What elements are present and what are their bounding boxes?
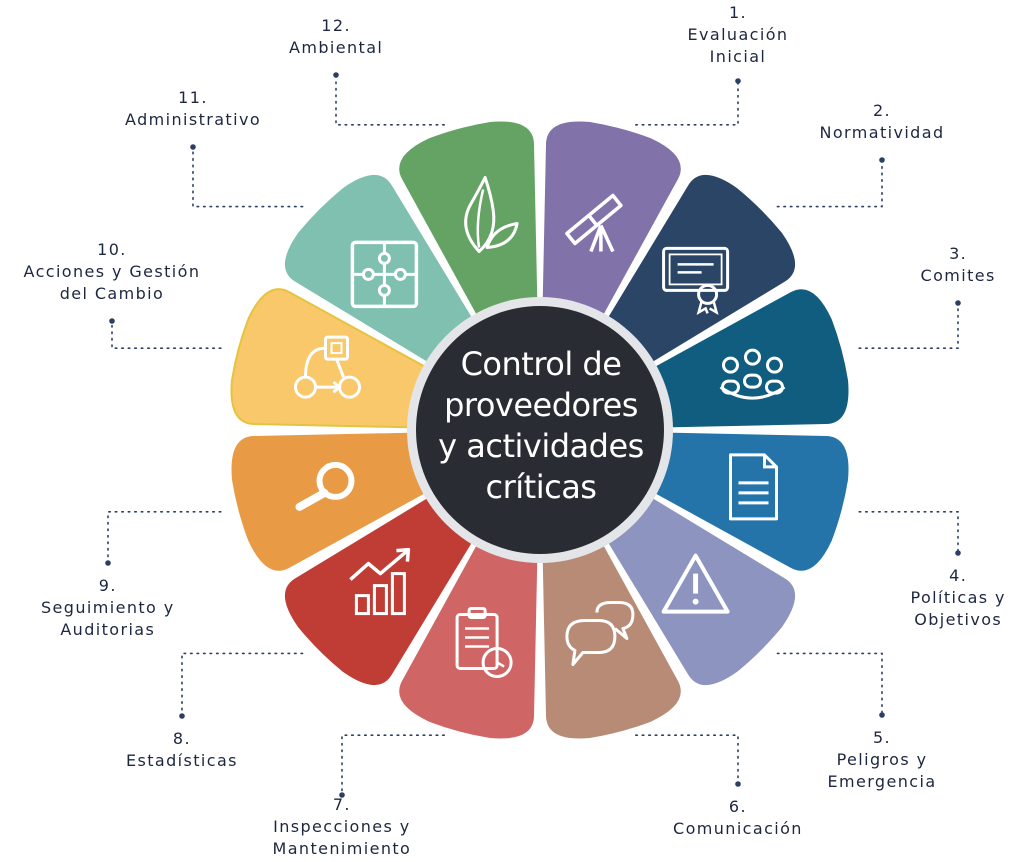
segment-12 [399, 121, 538, 334]
connector-dot [735, 78, 741, 84]
connector-dot [179, 713, 185, 719]
segment-number: 3. [949, 244, 968, 263]
connector-dot [190, 144, 196, 150]
connector-dot [105, 560, 111, 566]
segment-title-line: Administrativo [125, 110, 262, 129]
growth-chart-icon [349, 547, 411, 616]
connector-dot [955, 300, 961, 306]
segment-9 [231, 432, 444, 571]
center-title-line: proveedores [444, 386, 638, 424]
segment-3 [636, 289, 849, 428]
segment-label-6: 6. Comunicación [673, 796, 803, 840]
workflow-icon [294, 335, 361, 399]
center-title-line: y actividades [438, 427, 644, 465]
segment-number: 5. [872, 728, 892, 747]
connector-line [111, 320, 222, 349]
segment-6 [542, 526, 681, 739]
segment-label-3: 3. Comites [921, 243, 996, 287]
segment-title-line: Emergencia [827, 772, 937, 791]
segment-2 [597, 174, 796, 373]
segment-number: 7. [332, 795, 351, 814]
connector-dot [955, 550, 961, 556]
segment-number: 2. [872, 101, 892, 120]
team-meeting-icon [719, 348, 786, 400]
connector-line [776, 159, 883, 208]
connector-dot [109, 318, 115, 324]
segment-label-5: 5. Peligros y Emergencia [828, 727, 937, 793]
connector-lines [105, 72, 961, 798]
segment-title-line: Mantenimiento [272, 839, 412, 858]
segment-title-line: Auditorias [60, 620, 156, 639]
warning-icon [661, 553, 730, 614]
segment-icons [294, 176, 786, 678]
segment-number: 4. [949, 566, 968, 585]
telescope-icon [565, 193, 623, 253]
center-title-line: Control de [460, 345, 622, 383]
segment-1 [542, 121, 681, 334]
segment-title-line: Estadísticas [126, 751, 238, 770]
puzzle-icon [350, 240, 419, 309]
segment-title-line: Peligros y [836, 750, 928, 769]
leaves-icon [464, 176, 519, 253]
connector-dot [735, 781, 741, 787]
connector-line [107, 511, 222, 564]
segment-title-line: Comites [920, 266, 996, 285]
center-circle [416, 306, 664, 554]
segment-number: 9. [98, 576, 117, 595]
segment-title-line: Acciones y Gestión [23, 262, 201, 281]
connector-line [335, 74, 445, 126]
segment-title-line: Evaluación [687, 25, 789, 44]
connector-line [635, 80, 739, 126]
segment-number: 1. [728, 3, 748, 22]
clipboard-clock-icon [455, 607, 513, 678]
segment-title-line: Inicial [709, 47, 767, 66]
segment-label-2: 2. Normatividad [820, 100, 945, 144]
center-title: Control de proveedores y actividades crí… [418, 344, 664, 508]
segment-title-line: Ambiental [289, 38, 384, 57]
segment-label-7: 7. Inspecciones y Mantenimiento [273, 794, 412, 860]
segment-label-12: 12. Ambiental [289, 15, 383, 59]
center-title-line: críticas [485, 468, 597, 506]
segment-label-10: 10. Acciones y Gestión del Cambio [24, 239, 201, 305]
segment-title-line: Normatividad [819, 123, 945, 142]
chat-bubbles-icon [565, 601, 635, 666]
segment-title-line: Objetivos [914, 610, 1003, 629]
segment-label-9: 9. Seguimiento y Auditorias [41, 575, 175, 641]
segment-title-line: Políticas y [910, 588, 1006, 607]
segment-number: 8. [172, 729, 191, 748]
segment-label-8: 8. Estadísticas [126, 728, 238, 772]
segment-label-4: 4. Políticas y Objetivos [911, 565, 1006, 631]
segment-title-line: del Cambio [59, 284, 165, 303]
segment-label-11: 11. Administrativo [125, 87, 261, 131]
connector-dot [339, 792, 345, 798]
magnifier-icon [295, 461, 355, 511]
connector-line [635, 734, 739, 785]
connector-line [776, 652, 883, 716]
document-icon [729, 453, 778, 521]
connector-dot [879, 712, 885, 718]
segment-number: 11. [178, 88, 208, 107]
segment-title-line: Seguimiento y [41, 598, 175, 617]
segment-title-line: Inspecciones y [273, 817, 411, 836]
segment-number: 6. [728, 797, 747, 816]
connector-dot [333, 72, 339, 78]
segment-number: 10. [97, 240, 127, 259]
segment-7 [399, 526, 538, 739]
connector-dot [879, 157, 885, 163]
certificate-icon [662, 246, 730, 315]
connector-line [181, 652, 304, 717]
segment-number: 12. [321, 16, 351, 35]
segment-title-line: Comunicación [673, 819, 803, 838]
connector-line [341, 734, 445, 796]
connector-line [192, 146, 304, 208]
connector-line [858, 511, 959, 554]
connector-line [858, 302, 959, 349]
